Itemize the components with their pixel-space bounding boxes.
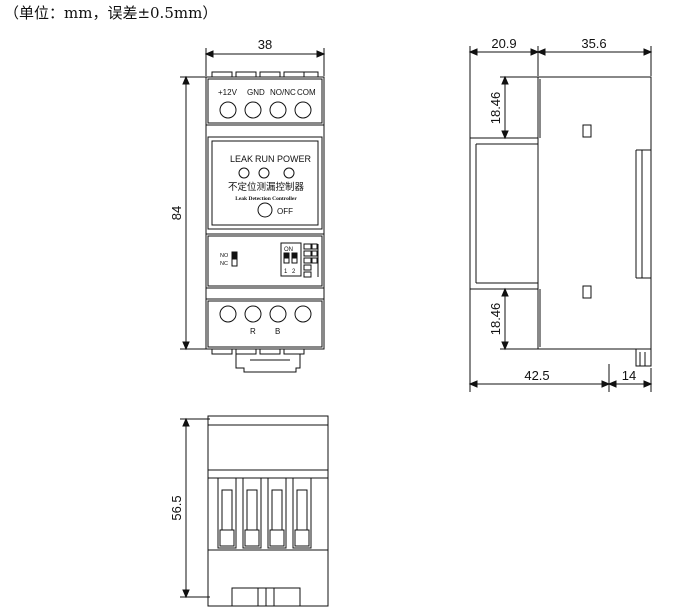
side-lower-height-dim: 18.46 [488,303,503,336]
bottom-view: 56.5 [169,415,329,607]
side-bottom-right-dim: 14 [622,368,636,383]
side-upper-height-dim: 18.46 [488,92,503,125]
terminal-slot [267,477,287,549]
front-view: 38 84 +12V GND NO/NC COM LEAK RUN [169,37,326,373]
off-button [257,202,273,218]
side-top-right-dim: 35.6 [581,36,606,51]
terminal-screw [269,101,287,119]
terminal-screw [244,305,262,323]
led-power-indicator [283,167,295,179]
terminal-label-r: R [250,327,256,336]
terminal-label-b: B [275,327,280,336]
side-bottom-left-dim: 42.5 [524,368,549,383]
dip-number-2: 2 [292,269,296,275]
terminal-slot [217,477,237,549]
side-top-left-dim: 20.9 [491,36,516,51]
terminal-screw [269,305,287,323]
dip-number-1: 1 [284,269,288,275]
terminal-screw [219,305,237,323]
terminal-label-gnd: GND [247,88,265,97]
product-name-cn: 不定位测漏控制器 [228,181,305,193]
terminal-slot [292,477,312,549]
led-run-indicator [258,167,270,179]
side-slot [582,124,592,138]
jumper-label-nc: NC [220,261,228,267]
front-height-dim: 84 [169,206,184,220]
terminal-label-12v: +12V [218,88,238,97]
led-leak-indicator [238,167,250,179]
side-slot [582,285,592,299]
terminal-slot [242,477,262,549]
terminal-label-com: COM [297,88,316,97]
terminal-label-no-nc: NO/NC [270,88,296,97]
bottom-height-dim: 56.5 [169,495,184,520]
dip-switch [280,242,302,277]
terminal-screw [219,101,237,119]
terminal-screw [294,305,312,323]
dip-on-label: ON [284,247,293,253]
off-label: OFF [277,207,293,216]
indicator-label-run: RUN [255,154,275,164]
unit-note: （单位：mm，误差±0.5mm） [4,4,218,22]
terminal-screw [244,101,262,119]
indicator-label-power: POWER [277,154,312,164]
product-name-en: Leak Detection Controller [235,196,297,202]
jumper-label-no: NO [220,253,229,259]
side-view: 20.9 35.6 18.46 18.46 [468,36,653,392]
front-width-dim: 38 [258,37,272,52]
indicator-label-leak: LEAK [230,154,253,164]
terminal-screw [294,101,312,119]
jumper-switch [231,251,238,267]
